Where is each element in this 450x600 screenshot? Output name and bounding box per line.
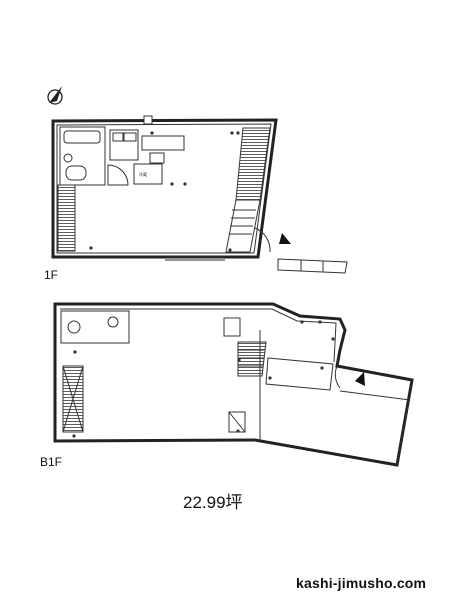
floor-1-label: 1F [44,268,59,282]
floor-b1-plan [53,302,414,467]
entrance-arrow-icon [279,233,291,244]
floor-b1-label: B1F [40,455,63,469]
site-watermark: kashi-jimusho.com [296,575,427,591]
floor-1-plan: 冷蔵 [51,115,348,274]
area-label: 22.99坪 [183,493,243,512]
entrance-arrow-icon-b1 [355,372,365,386]
compass-icon [47,86,63,105]
svg-text:冷蔵: 冷蔵 [139,171,147,177]
